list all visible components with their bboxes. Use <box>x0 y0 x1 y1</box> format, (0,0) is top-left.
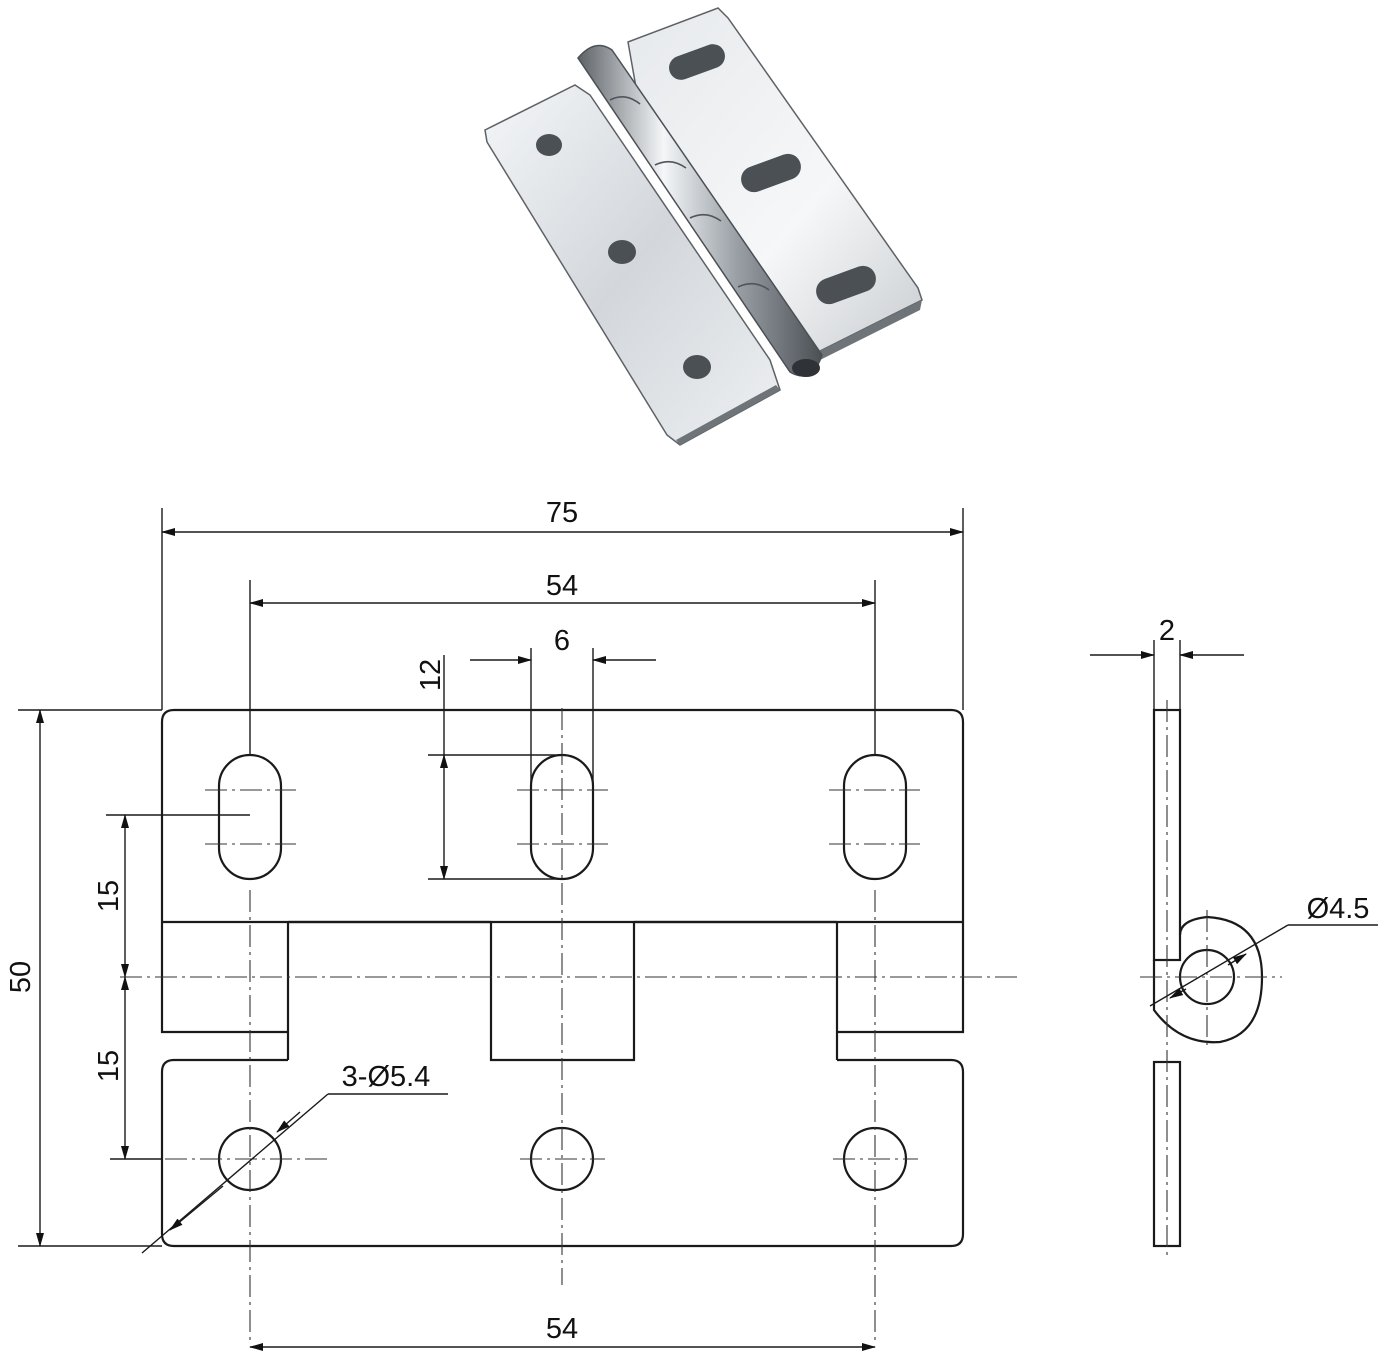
knuckle-segments <box>286 920 839 1062</box>
front-view: 75 54 6 12 50 15 15 3-Ø5.4 54 <box>5 497 1018 1351</box>
dim-overall-height: 50 <box>5 961 37 993</box>
dim-thickness: 2 <box>1159 615 1175 647</box>
dim-upper-offset: 15 <box>93 880 125 912</box>
dim-slot-length: 12 <box>415 659 447 691</box>
slot-right <box>842 753 908 881</box>
dim-bottom-hole-spacing: 54 <box>546 1313 578 1345</box>
slot-left <box>217 753 283 881</box>
side-view: 2 Ø4.5 <box>1090 615 1378 1256</box>
side-dimension-lines <box>1090 640 1378 1007</box>
dim-lower-offset: 15 <box>93 1050 125 1082</box>
pin-callout: Ø4.5 <box>1307 893 1370 925</box>
dim-overall-width: 75 <box>546 497 578 529</box>
dim-slot-width: 6 <box>554 625 570 657</box>
hole-callout: 3-Ø5.4 <box>342 1061 431 1093</box>
slot-holes-photo <box>669 44 876 305</box>
dim-top-hole-spacing: 54 <box>546 570 578 602</box>
round-holes-photo <box>536 134 711 379</box>
hinge-product-photo <box>484 7 923 446</box>
side-knuckle-curl <box>1152 915 1264 1044</box>
dimension-lines <box>36 528 964 1351</box>
extension-lines <box>18 508 964 1247</box>
hole-leader-line <box>141 1093 329 1254</box>
center-lines <box>120 708 1018 1345</box>
